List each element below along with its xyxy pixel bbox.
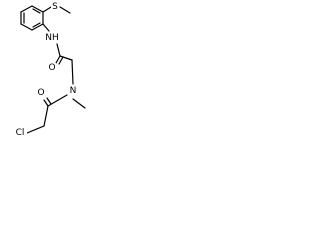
carbonyl-to-ch2-bond bbox=[59, 55, 73, 61]
nh-label: NH bbox=[45, 33, 59, 43]
ring-to-nh-bond bbox=[42, 23, 50, 32]
sulfur-to-methyl-bond bbox=[59, 6, 71, 14]
ch2-to-n-bond bbox=[71, 59, 74, 85]
sulfur-label: S bbox=[52, 2, 58, 12]
n-methyl-bond bbox=[72, 98, 86, 109]
atom-label-sulfur: S bbox=[51, 2, 59, 12]
atom-label-upper-oxygen: O bbox=[48, 63, 56, 73]
lower-oxygen-label: O bbox=[37, 88, 44, 98]
ch2-to-chlorine-bond bbox=[26, 125, 45, 134]
atom-label-nitrogen: N bbox=[68, 86, 78, 97]
atom-label-lower-oxygen: O bbox=[37, 88, 45, 98]
lower-carbonyl-double-bond-a bbox=[43, 99, 49, 107]
upper-carbonyl-double-bond-a bbox=[55, 55, 61, 64]
ring-to-sulfur-bond bbox=[42, 6, 52, 13]
nh-to-carbonyl-bond bbox=[56, 43, 61, 57]
nitrogen-label: N bbox=[70, 86, 77, 96]
ring-bond-2 bbox=[31, 5, 44, 13]
lower-carbonyl-to-ch2-bond bbox=[43, 105, 49, 127]
ring-bond-1 bbox=[20, 5, 33, 13]
atom-label-nh: NH bbox=[45, 32, 59, 43]
lower-carbonyl-double-bond-b bbox=[46, 97, 52, 105]
benzene-ring bbox=[20, 5, 44, 31]
atom-label-chlorine: Cl bbox=[14, 128, 27, 139]
ring-bond-5 bbox=[20, 23, 33, 31]
chemical-structure-diagram: S NH O N O Cl bbox=[14, 2, 86, 139]
upper-carbonyl-double-bond-b bbox=[58, 56, 64, 65]
upper-oxygen-label: O bbox=[48, 63, 55, 73]
ring-bond-4 bbox=[31, 23, 44, 31]
chlorine-label: Cl bbox=[16, 128, 25, 138]
ring-double-bond-3 bbox=[32, 22, 41, 28]
ring-double-bond-1 bbox=[32, 8, 41, 14]
